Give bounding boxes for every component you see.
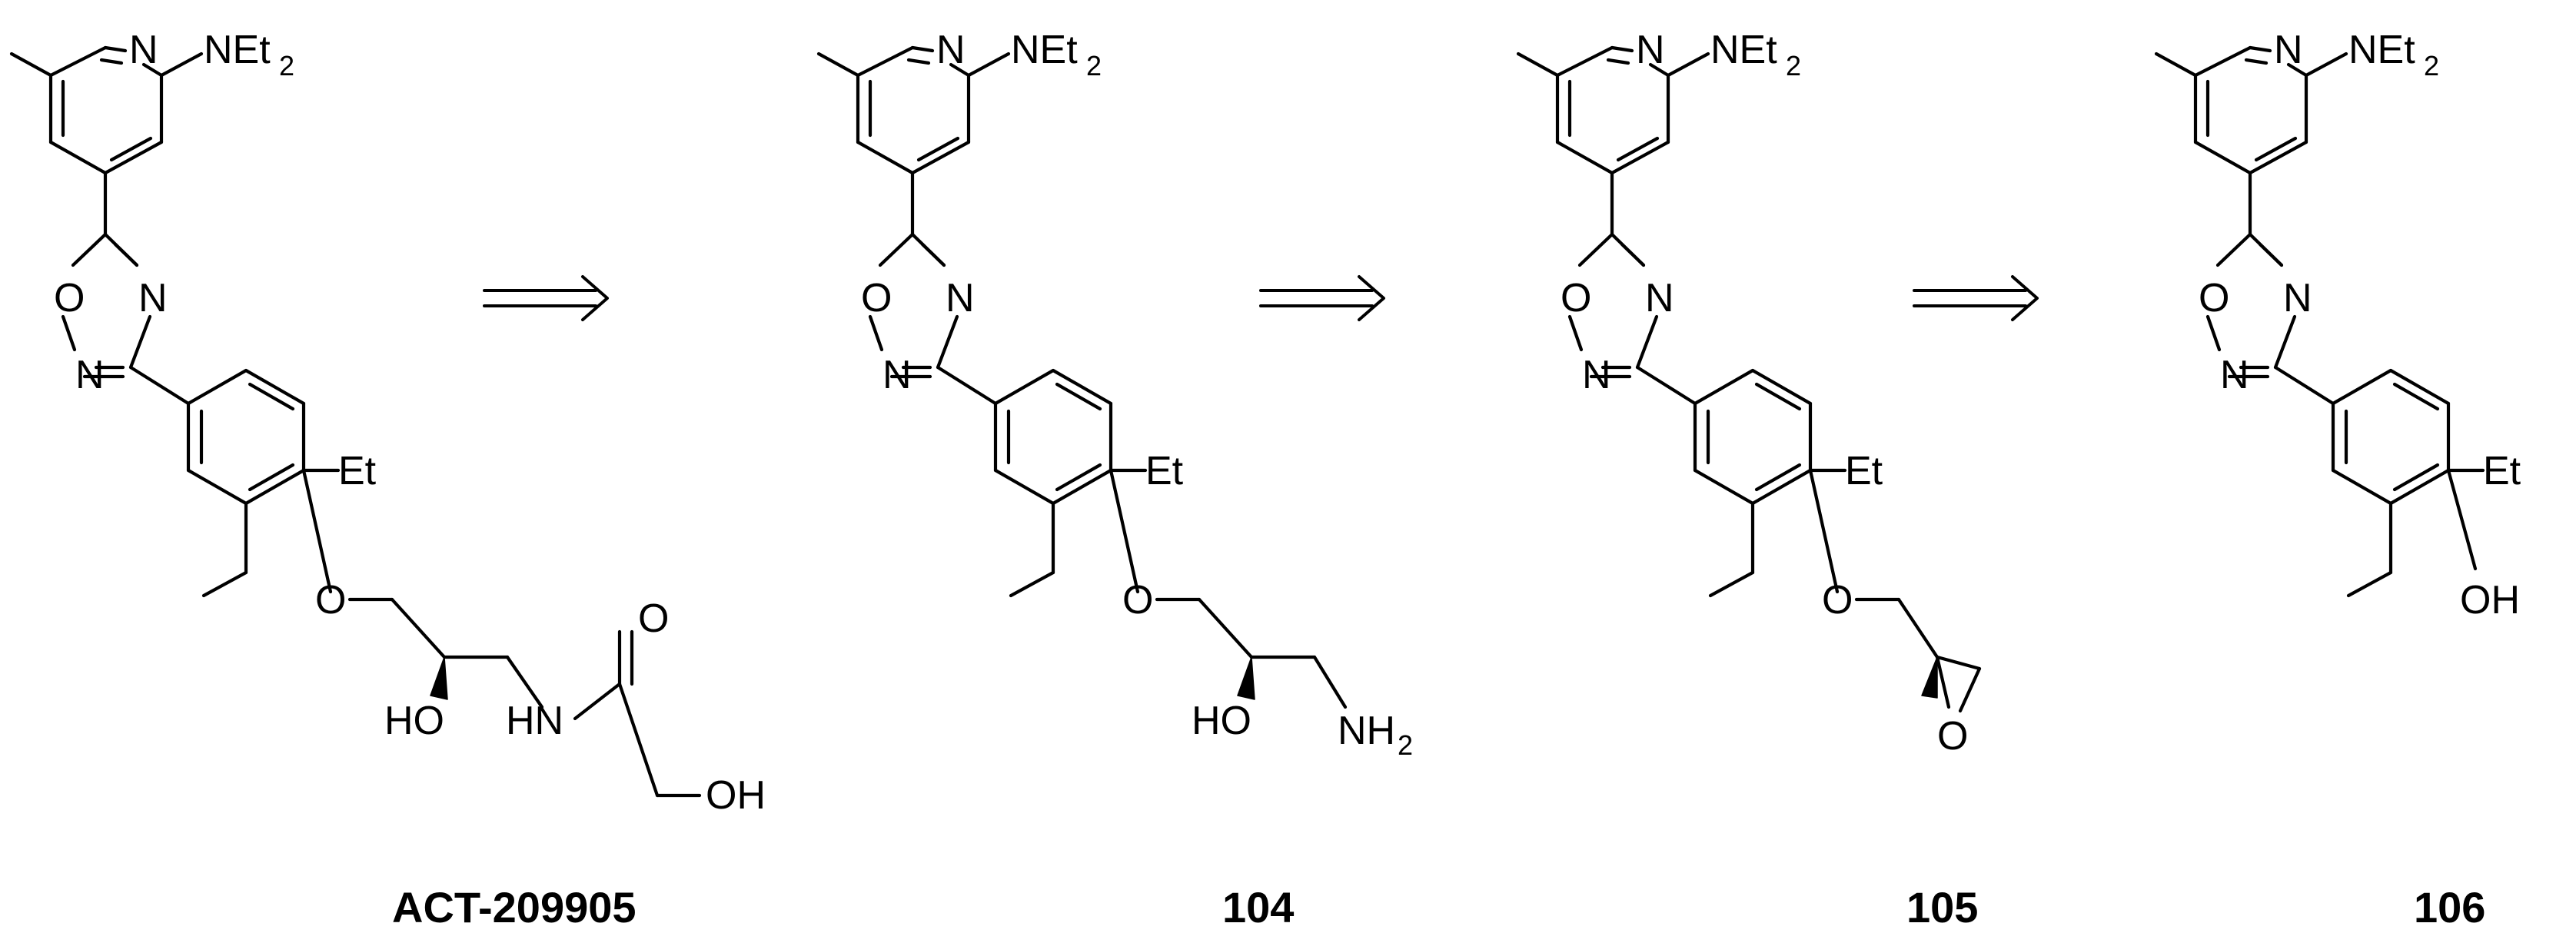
amine-subscript: 2: [1786, 50, 1801, 81]
phenol-oh-label: OH: [2460, 578, 2520, 623]
primary-amine-subscript: 2: [1398, 729, 1413, 761]
compound-label: 104: [1222, 883, 1294, 931]
pyridine-n-label: N: [1636, 28, 1665, 72]
pyridine-n-label: N: [129, 28, 158, 72]
amide-nh-label: HN: [506, 699, 563, 743]
ether-o-label: O: [315, 578, 346, 623]
compound-label: ACT-209905: [392, 883, 637, 931]
amine-subscript: 2: [1086, 50, 1102, 81]
oxadiazole-n2-label: N: [2220, 353, 2249, 397]
oxadiazole-n2-label: N: [75, 353, 105, 397]
compound-label: 106: [2414, 883, 2485, 931]
retrosynthetic-arrow-3: [1913, 275, 2039, 321]
oxadiazole-n1-label: N: [2283, 276, 2312, 320]
amine-subscript: 2: [2424, 50, 2439, 81]
oxadiazole-o-label: O: [2199, 276, 2229, 320]
retrosynthetic-arrow-2: [1259, 275, 1385, 321]
oxadiazole-n1-label: N: [1645, 276, 1674, 320]
hydroxyl-label: HO: [384, 699, 444, 743]
oxadiazole-n1-label: N: [946, 276, 975, 320]
primary-amine-label: NH: [1338, 709, 1395, 753]
terminal-oh-label: OH: [706, 773, 766, 818]
ether-o-label: O: [1122, 578, 1153, 623]
amine-subscript: 2: [279, 50, 294, 81]
ethyl-label: Et: [2483, 449, 2521, 493]
oxadiazole-n2-label: N: [1582, 353, 1611, 397]
oxadiazole-o-label: O: [54, 276, 85, 320]
hydroxyl-label: HO: [1192, 699, 1251, 743]
compound-label: 105: [1906, 883, 1978, 931]
epoxide-o-label: O: [1937, 714, 1968, 759]
oxadiazole-n1-label: N: [138, 276, 168, 320]
amine-label: NEt: [2348, 28, 2415, 72]
oxadiazole-o-label: O: [1561, 276, 1591, 320]
oxadiazole-o-label: O: [861, 276, 892, 320]
amine-label: NEt: [1011, 28, 1078, 72]
compound-106: N NEt 2 O N N Et OH 106: [2156, 28, 2521, 931]
ether-o-label: O: [1822, 578, 1853, 623]
compound-act209905: N NEt 2 O N N Et O HO HN O OH ACT-209905: [12, 28, 766, 931]
amine-label: NEt: [204, 28, 271, 72]
pyridine-n-label: N: [936, 28, 966, 72]
compound-105: N NEt 2 O N N Et O O 105: [1518, 28, 1982, 931]
retrosynthetic-arrow-1: [483, 275, 609, 321]
ethyl-label: Et: [1845, 449, 1883, 493]
pyridine-n-label: N: [2274, 28, 2303, 72]
oxadiazole-n2-label: N: [882, 353, 912, 397]
ethyl-label: Et: [1145, 449, 1184, 493]
amine-label: NEt: [1710, 28, 1777, 72]
compound-104: N NEt 2 O N N Et O HO NH 2 104: [819, 28, 1413, 931]
carbonyl-o-label: O: [638, 596, 669, 641]
ethyl-label: Et: [338, 449, 377, 493]
